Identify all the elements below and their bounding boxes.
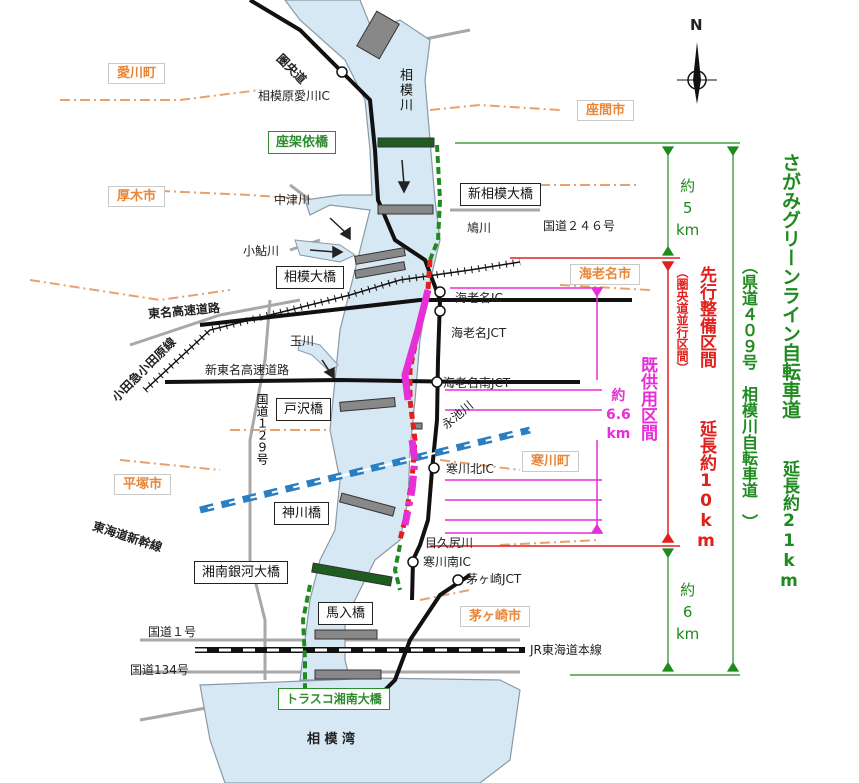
ic-ebina: 海老名IC (455, 291, 503, 305)
route-main-sub: （県道４０９号 相模川自転車道 ） (739, 258, 758, 530)
river-label: 相模川 (397, 68, 412, 113)
municipality-zama: 座間市 (577, 100, 635, 121)
route-main-length: 延長約21km (779, 460, 799, 591)
road-route134: 国道134号 (130, 663, 189, 677)
total-extent-lines (455, 142, 740, 676)
interchange-markers (336, 66, 464, 586)
ic-samukawa-kita: 寒川北IC (446, 462, 494, 476)
municipality-aikawa: 愛川町 (108, 63, 166, 84)
river-tama: 玉川 (290, 334, 315, 348)
opened-distance: 約 6.6 km (606, 388, 631, 442)
bridge-shonan-ginga: 湘南銀河大橋 (194, 561, 289, 584)
planned-route-lower (392, 544, 402, 591)
upper-distance: 約 5 km (676, 177, 700, 239)
cycle-routes (300, 144, 443, 690)
flow-arrows (309, 159, 411, 380)
bridge-kamikawa: 神川橋 (274, 502, 330, 525)
bridge-shin-sagami: 新相模大橋 (460, 183, 542, 206)
bay-label: 相 模 湾 (307, 732, 356, 747)
municipality-chigasaki: 茅ヶ崎市 (460, 606, 531, 627)
road-route1: 国道１号 (148, 625, 197, 639)
priority-section-length: 延長約10km (696, 420, 716, 551)
opened-route-2 (401, 439, 419, 526)
planned-route-upper (428, 144, 443, 261)
municipality-ebina: 海老名市 (570, 264, 641, 285)
priority-section-sub: （圏央道並行区間） (675, 266, 689, 374)
municipality-samukawa: 寒川町 (522, 451, 580, 472)
river-hato: 鳩川 (467, 221, 492, 235)
road-route246: 国道２４６号 (543, 219, 616, 233)
jct-ebina: 海老名JCT (451, 326, 507, 340)
bridge-tozawa: 戸沢橋 (276, 398, 332, 421)
river-mekubo: 目久尻川 (425, 536, 474, 550)
bridge-manyu: 馬入橋 (318, 602, 374, 625)
opened-section-label: 既供用区間 (637, 356, 657, 441)
rail-jr-tokaido: JR東海道本線 (530, 643, 602, 657)
ic-samukawa-minami: 寒川南IC (423, 555, 471, 569)
bridge-zakaiyori: 座架依橋 (268, 131, 337, 154)
lower-distance: 約 6 km (676, 581, 700, 643)
ic-sagamihara-aikawa: 相模原愛川IC (258, 89, 330, 103)
road-shin-tomei: 新東名高速道路 (205, 363, 290, 377)
bridge-trasco: トラスコ湘南大橋 (278, 688, 390, 710)
planned-route-west (300, 584, 312, 690)
sagami-river (284, 0, 441, 681)
opened-route (401, 289, 432, 401)
bridge-decks (311, 10, 435, 680)
railways (142, 258, 531, 653)
route-main-title: さがみグリーンライン自転車道 (779, 153, 801, 419)
municipality-atsugi: 厚木市 (108, 186, 166, 207)
north-label: N (690, 16, 703, 34)
jct-chigasaki: 茅ヶ崎JCT (466, 572, 522, 586)
river-koayu: 小鮎川 (243, 244, 280, 258)
compass-rose (677, 42, 717, 104)
river-nakatsu: 中津川 (274, 193, 311, 207)
road-route129: 国道１２９号 (255, 393, 269, 465)
priority-section-label: 先行整備区間 (696, 266, 716, 368)
municipality-hiratsuka: 平塚市 (114, 474, 172, 495)
priority-extent-lines (430, 257, 680, 547)
jct-ebina-minami: 海老名南JCT (443, 376, 511, 390)
opened-extent-lines (445, 287, 604, 534)
bridge-sagami: 相模大橋 (276, 266, 345, 289)
